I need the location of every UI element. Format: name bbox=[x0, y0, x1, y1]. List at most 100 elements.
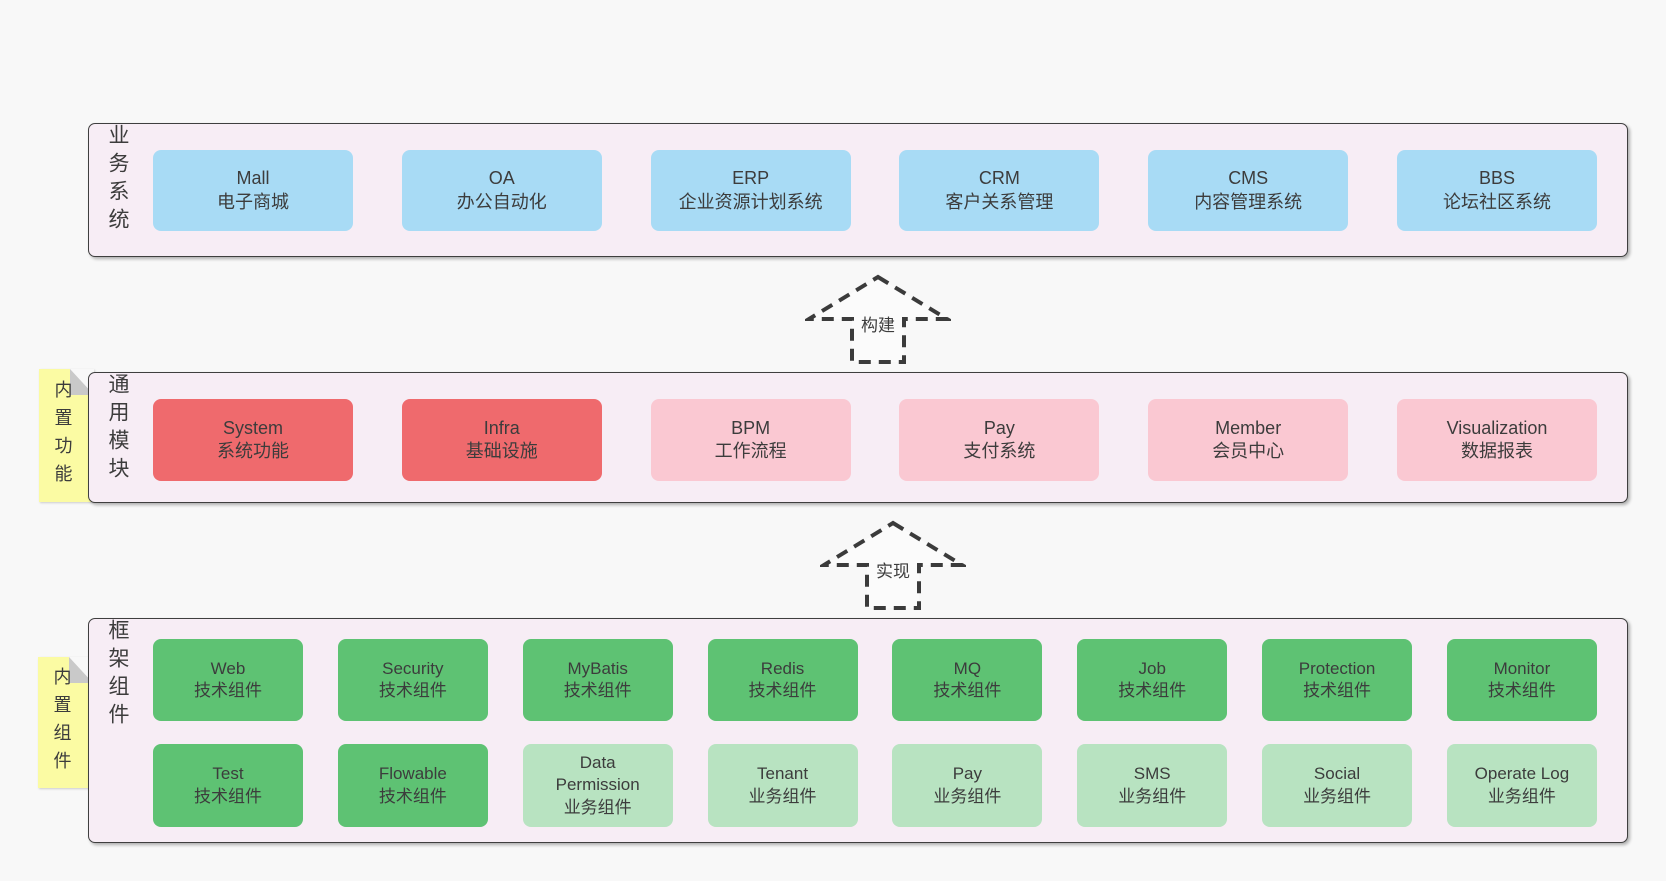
component-name: Job bbox=[1138, 658, 1166, 678]
component-name: Web bbox=[210, 658, 246, 678]
component-box: ERP 企业资源计划系统 bbox=[650, 150, 851, 231]
component-box: Job 技术组件 bbox=[1077, 639, 1228, 721]
arrow-label: 实现 bbox=[873, 557, 913, 582]
component-name: Operate Log bbox=[1474, 764, 1570, 784]
dashed-up-arrow-implement: 实现 bbox=[820, 519, 966, 611]
component-subtitle: 论坛社区系统 bbox=[1442, 191, 1551, 212]
component-subtitle: 业务组件 bbox=[563, 797, 632, 817]
component-box: Flowable 技术组件 bbox=[337, 744, 488, 827]
component-box: Infra 基础设施 bbox=[401, 399, 602, 481]
component-box: Operate Log 业务组件 bbox=[1446, 744, 1597, 827]
component-subtitle: 业务组件 bbox=[933, 786, 1002, 806]
component-name: Data Permission bbox=[555, 753, 640, 795]
component-box: MyBatis 技术组件 bbox=[522, 639, 673, 721]
component-subtitle: 系统功能 bbox=[217, 441, 289, 461]
band-label: 业务系统 bbox=[106, 124, 129, 236]
band-business-systems: 业务系统 Mall 电子商城 OA 办公自动化 ERP 企业资源计划系统 CRM… bbox=[88, 123, 1628, 257]
component-subtitle: 数据报表 bbox=[1460, 441, 1533, 461]
component-subtitle: 工作流程 bbox=[714, 441, 787, 461]
component-name: Test bbox=[212, 764, 244, 784]
component-box: Social 业务组件 bbox=[1262, 744, 1413, 827]
component-subtitle: 技术组件 bbox=[378, 786, 447, 806]
component-name: Infra bbox=[483, 417, 520, 438]
component-box: Monitor 技术组件 bbox=[1446, 639, 1597, 721]
component-name: Redis bbox=[760, 658, 805, 678]
component-box: Test 技术组件 bbox=[153, 744, 303, 827]
sticky-note-label: 内置组件 bbox=[51, 666, 72, 779]
component-name: Protection bbox=[1298, 658, 1376, 678]
component-name: CMS bbox=[1228, 168, 1269, 189]
component-name: SMS bbox=[1133, 764, 1171, 784]
component-name: Member bbox=[1215, 417, 1282, 438]
component-box: Pay 支付系统 bbox=[899, 399, 1100, 481]
component-subtitle: 办公自动化 bbox=[456, 191, 547, 212]
component-subtitle: 业务组件 bbox=[1303, 786, 1372, 806]
component-name: Mall bbox=[236, 168, 270, 189]
sticky-note-built-in-components: 内置组件 bbox=[38, 657, 93, 788]
component-subtitle: 技术组件 bbox=[933, 681, 1002, 700]
component-box: CMS 内容管理系统 bbox=[1148, 150, 1349, 231]
component-subtitle: 技术组件 bbox=[194, 681, 262, 700]
component-subtitle: 会员中心 bbox=[1212, 441, 1285, 461]
component-subtitle: 技术组件 bbox=[1303, 681, 1372, 700]
sticky-note-label: 内置功能 bbox=[52, 379, 73, 492]
arrow-label: 构建 bbox=[858, 311, 898, 336]
component-box: BPM 工作流程 bbox=[650, 399, 851, 481]
component-name: BPM bbox=[731, 417, 771, 438]
component-name: Pay bbox=[983, 417, 1015, 438]
component-subtitle: 企业资源计划系统 bbox=[678, 191, 823, 212]
component-box: Visualization 数据报表 bbox=[1396, 399, 1597, 481]
box-row: Web 技术组件 Security 技术组件 MyBatis 技术组件 Redi… bbox=[153, 639, 1597, 721]
component-name: Social bbox=[1313, 764, 1361, 784]
component-box: System 系统功能 bbox=[153, 399, 353, 481]
box-row: Test 技术组件 Flowable 技术组件 Data Permission … bbox=[153, 744, 1597, 827]
component-name: OA bbox=[488, 168, 515, 189]
component-box: MQ 技术组件 bbox=[892, 639, 1043, 721]
component-subtitle: 电子商城 bbox=[217, 191, 289, 212]
sticky-note-built-in-features: 内置功能 bbox=[39, 369, 94, 502]
band-common-modules: 通用模块 System 系统功能 Infra 基础设施 BPM 工作流程 Pay… bbox=[88, 372, 1628, 503]
component-box: Data Permission 业务组件 bbox=[522, 744, 673, 827]
component-name: CRM bbox=[978, 168, 1020, 189]
component-subtitle: 业务组件 bbox=[748, 786, 817, 806]
component-box: Pay 业务组件 bbox=[892, 744, 1043, 827]
box-row: Mall 电子商城 OA 办公自动化 ERP 企业资源计划系统 CRM 客户关系… bbox=[153, 150, 1597, 231]
component-box: BBS 论坛社区系统 bbox=[1396, 150, 1597, 231]
component-subtitle: 技术组件 bbox=[1118, 681, 1187, 700]
component-box: Redis 技术组件 bbox=[707, 639, 858, 721]
component-box: Web 技术组件 bbox=[153, 639, 303, 721]
component-name: MyBatis bbox=[567, 658, 628, 678]
component-name: Tenant bbox=[757, 764, 809, 784]
component-name: MQ bbox=[953, 658, 982, 678]
component-subtitle: 业务组件 bbox=[1487, 786, 1556, 806]
component-subtitle: 业务组件 bbox=[1118, 786, 1187, 806]
component-subtitle: 技术组件 bbox=[748, 681, 817, 700]
component-name: Flowable bbox=[378, 764, 447, 784]
component-name: System bbox=[222, 417, 283, 438]
component-box: CRM 客户关系管理 bbox=[899, 150, 1100, 231]
component-name: ERP bbox=[732, 168, 770, 189]
component-box: Security 技术组件 bbox=[337, 639, 488, 721]
component-name: Visualization bbox=[1446, 417, 1548, 438]
band-framework-components: 框架组件 Web 技术组件 Security 技术组件 MyBatis 技术组件… bbox=[88, 618, 1628, 843]
component-name: Security bbox=[382, 658, 444, 678]
component-subtitle: 技术组件 bbox=[378, 681, 447, 700]
component-box: SMS 业务组件 bbox=[1077, 744, 1228, 827]
component-box: Protection 技术组件 bbox=[1262, 639, 1413, 721]
component-subtitle: 技术组件 bbox=[1487, 681, 1556, 700]
component-box: OA 办公自动化 bbox=[401, 150, 602, 231]
component-subtitle: 客户关系管理 bbox=[945, 191, 1054, 212]
band-label: 框架组件 bbox=[106, 619, 129, 731]
component-subtitle: 支付系统 bbox=[963, 441, 1036, 461]
component-box: Member 会员中心 bbox=[1148, 399, 1349, 481]
component-subtitle: 基础设施 bbox=[465, 441, 538, 461]
component-box: Mall 电子商城 bbox=[153, 150, 353, 231]
component-subtitle: 技术组件 bbox=[563, 681, 632, 700]
component-name: BBS bbox=[1478, 168, 1515, 189]
component-name: Pay bbox=[952, 764, 983, 784]
box-row: System 系统功能 Infra 基础设施 BPM 工作流程 Pay 支付系统… bbox=[153, 399, 1597, 481]
component-subtitle: 内容管理系统 bbox=[1194, 191, 1303, 212]
component-subtitle: 技术组件 bbox=[194, 786, 262, 806]
component-box: Tenant 业务组件 bbox=[707, 744, 858, 827]
